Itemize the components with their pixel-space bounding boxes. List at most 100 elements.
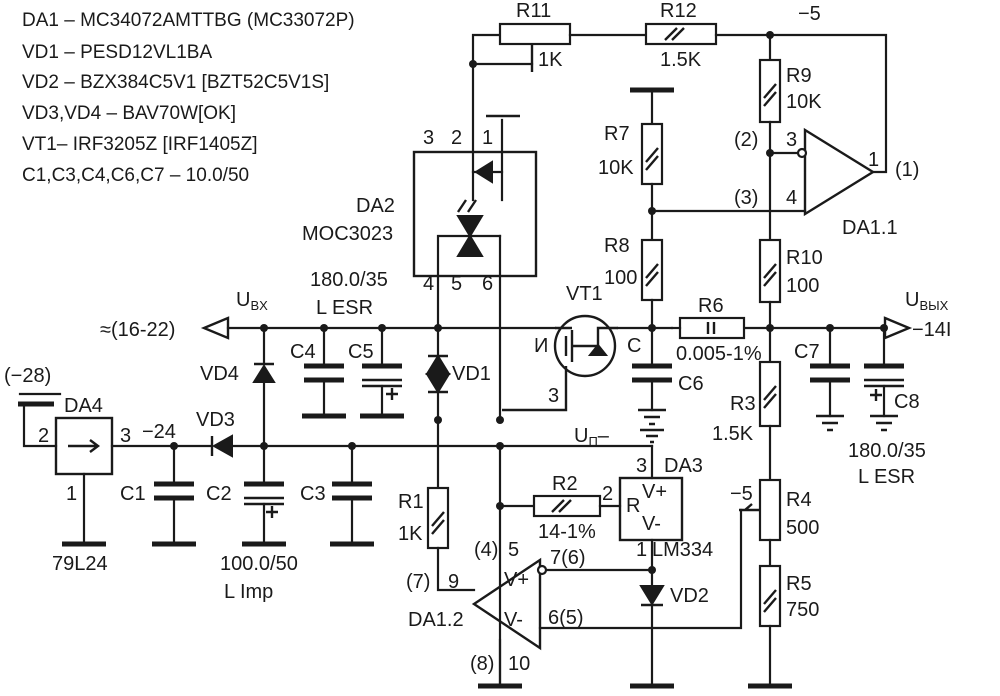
da3-pin1: 1 [636, 539, 647, 561]
r3-mark [763, 385, 777, 409]
c1-plates [154, 481, 194, 501]
r5-value: 750 [786, 599, 819, 621]
parts-list: DA1 – MC34072AMTTBG (MC33072P) VD1 – PES… [22, 10, 355, 186]
da11-net3: (3) [734, 187, 758, 209]
r8-value: 100 [604, 267, 637, 289]
junction-gate [496, 416, 504, 424]
da12-pin5: 5 [508, 539, 519, 561]
da11-pin3: 3 [786, 129, 797, 151]
uout-main: U [905, 289, 919, 311]
da2-pin3: 3 [423, 127, 434, 149]
da4-name: DA4 [64, 395, 103, 417]
r5-mark [763, 589, 777, 613]
c5-plus [386, 388, 398, 400]
r1-value: 1K [398, 523, 423, 545]
da11-body [803, 127, 876, 217]
ubx-label: UBX [236, 289, 268, 313]
da3-part: LM334 [652, 539, 713, 561]
c3-name: C3 [300, 483, 326, 505]
c3-plates [332, 481, 372, 501]
c6-name: C6 [678, 373, 704, 395]
note-vd1: VD1 – PESD12VL1BA [22, 42, 212, 63]
c8-ground [870, 414, 898, 432]
note-vd3-vd4: VD3,VD4 – BAV70W[OK] [22, 103, 236, 124]
r8-name: R8 [604, 235, 630, 257]
da2-part: MOC3023 [302, 223, 393, 245]
r2-value: 14-1% [538, 521, 596, 543]
da2-body [412, 150, 538, 278]
r2-name: R2 [552, 473, 578, 495]
da2-name: DA2 [356, 195, 395, 217]
r1-mark [431, 511, 445, 535]
r10-name: R10 [786, 247, 823, 269]
r5-name: R5 [786, 573, 812, 595]
da11-pin1: 1 [868, 149, 879, 171]
c2-type: L Imp [224, 581, 273, 603]
r1-bottom-wire [436, 546, 476, 592]
da11-pin4: 4 [786, 187, 797, 209]
r4-body [758, 478, 782, 542]
da4-pin3: 3 [120, 425, 131, 447]
r12-name: R12 [660, 0, 697, 22]
minus5-top: −5 [798, 3, 821, 25]
r7-mark [645, 147, 659, 171]
output-voltage-label: −14I [912, 319, 951, 341]
c4-name: C4 [290, 341, 316, 363]
r1-name: R1 [398, 491, 424, 513]
r9-mark [763, 83, 777, 107]
vt1-body [553, 314, 617, 378]
up-label: UП– [574, 425, 610, 449]
da11-net2: (2) [734, 129, 758, 151]
r12-value: 1.5K [660, 49, 702, 71]
input-voltage-label: ≈(16-22) [100, 319, 175, 341]
r6-name: R6 [698, 295, 724, 317]
ubx-main: U [236, 289, 250, 311]
r10-value: 100 [786, 275, 819, 297]
da3-name: DA3 [664, 455, 703, 477]
da11-inv-bubble [796, 147, 808, 159]
da2-light-arrows [457, 199, 477, 213]
vt1-name: VT1 [566, 283, 603, 305]
junction-vd1-r1 [434, 416, 442, 424]
vd1-name: VD1 [452, 363, 491, 385]
r6-body [678, 316, 746, 340]
da3-pin2: 2 [602, 483, 613, 505]
r6-mark [706, 322, 716, 334]
input-terminal-arrow [200, 316, 230, 340]
note-vt1: VT1– IRF3205Z [IRF1405Z] [22, 134, 258, 155]
note-capacitors: C1,C3,C4,C6,C7 – 10.0/50 [22, 165, 249, 186]
vd3-symbol [211, 434, 233, 458]
uout-label: UВЫХ [905, 289, 949, 313]
da3-r: R [626, 495, 640, 517]
c2-name: C2 [206, 483, 232, 505]
up-sub: П [588, 434, 597, 449]
r12-mark [664, 27, 685, 41]
da4-arrow [68, 439, 100, 453]
da11-name: DA1.1 [842, 217, 898, 239]
vt1-gate-pin: 3 [548, 385, 559, 407]
vd1-symbol [425, 354, 451, 394]
r11-name: R11 [516, 0, 551, 22]
minus24-label: −24 [142, 421, 176, 443]
junction-r7-r8 [648, 207, 656, 215]
da12-name: DA1.2 [408, 609, 464, 631]
r4-wiper-wire [538, 508, 743, 630]
r9-name: R9 [786, 65, 812, 87]
up-suffix: – [598, 425, 610, 447]
da4-pin2: 2 [38, 425, 49, 447]
c8-plus [870, 389, 882, 401]
note-da1: DA1 – MC34072AMTTBG (MC33072P) [22, 10, 355, 31]
da3-pin3: 3 [636, 455, 647, 477]
r9-value: 10K [786, 91, 822, 113]
c8-value: 180.0/35 [848, 440, 926, 462]
r12-body [644, 22, 718, 46]
vt1-drain-label: C [627, 335, 641, 357]
output-terminal-arrow [883, 316, 913, 340]
da12-net7b: (7) [406, 571, 430, 593]
da12-pin10: 10 [508, 653, 530, 675]
ubx-sub: BX [250, 298, 268, 313]
r7-value: 10K [598, 157, 634, 179]
da4-part: 79L24 [52, 553, 108, 575]
c7-ground [816, 414, 844, 432]
